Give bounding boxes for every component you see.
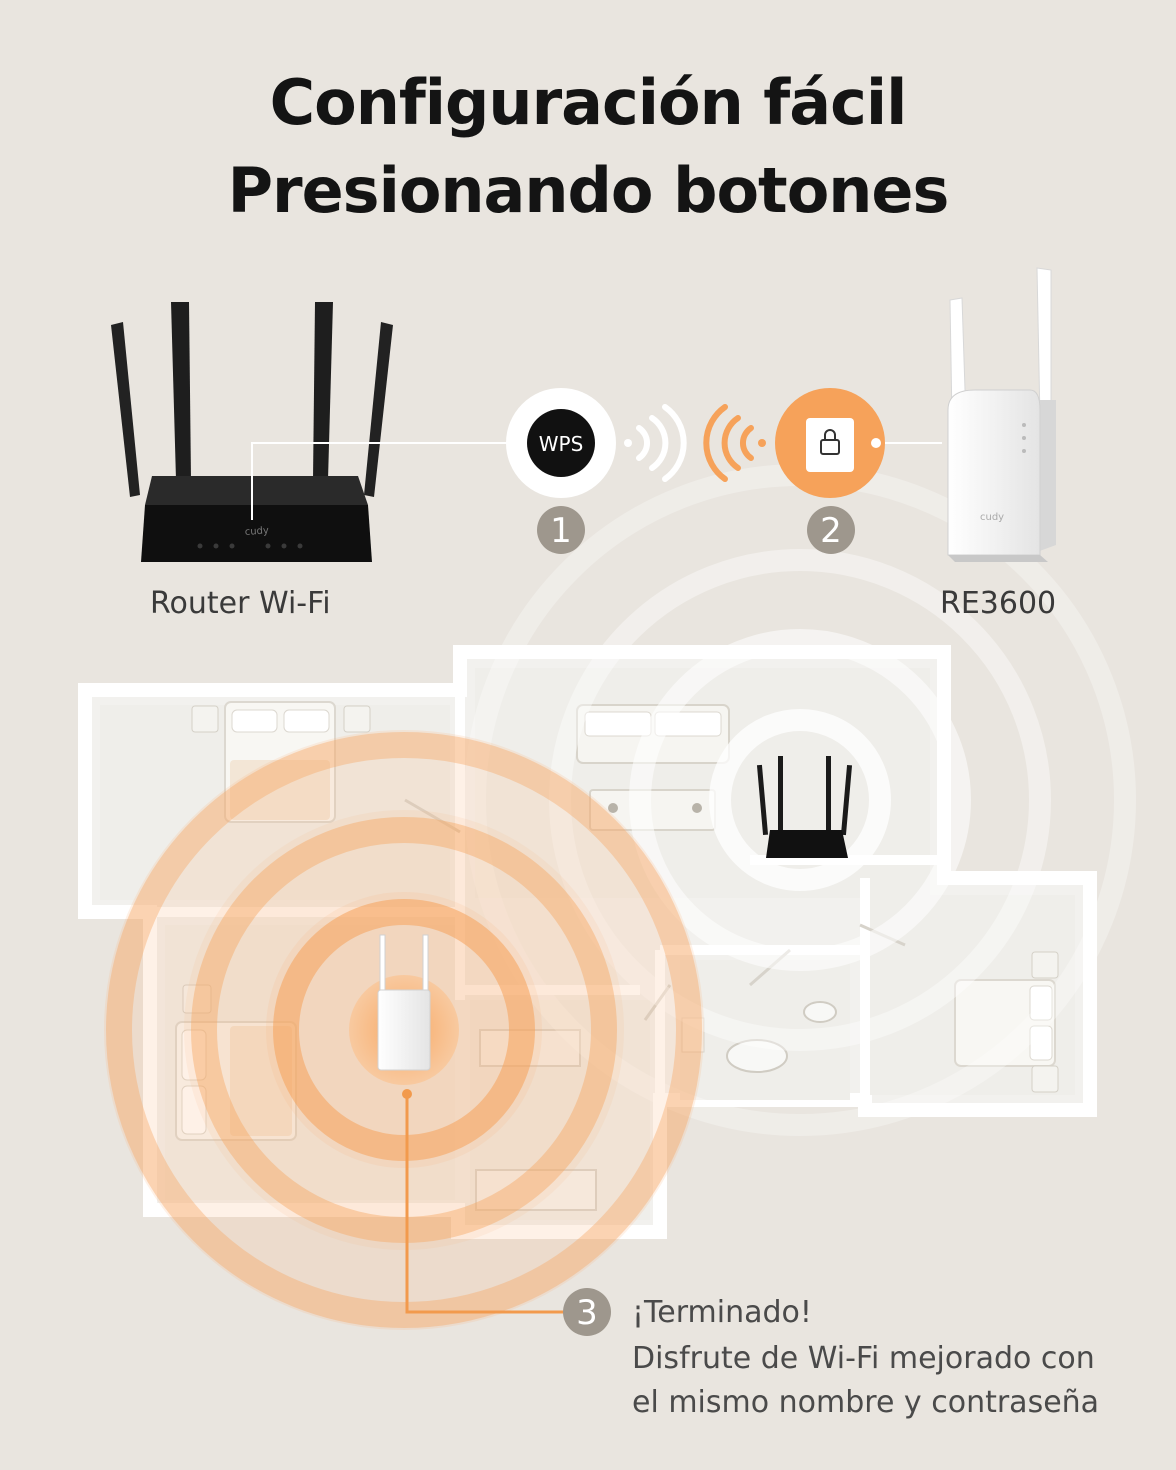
re3600-label: RE3600 [940,586,1057,621]
router-brand-logo: cudy [244,525,269,538]
bed-top [191,701,371,823]
step3-line-1: ¡Terminado! [632,1295,812,1330]
router-to-wps-line [251,442,510,520]
room-bath [680,960,850,1100]
router-wifi-device: cudy [111,302,393,562]
extender-button-illustration [775,388,885,498]
bed-right [954,951,1059,1093]
headline-line-2: Presionando botones [227,154,950,227]
router-wifi-label: Router Wi-Fi [150,586,331,621]
counter-bottom [475,1169,597,1211]
step-3-badge: 3 [563,1288,611,1336]
lock-icon [820,429,840,455]
svg-text:2: 2 [820,511,842,551]
extender-in-plan-icon [377,934,431,1071]
step3-line-3: el mismo nombre y contraseña [632,1385,1100,1420]
step-1-badge: 1 [537,506,585,554]
router-in-plan-icon [756,756,853,858]
step3-leader-line [405,1095,565,1314]
wps-button-illustration: WPS [506,388,616,498]
re3600-extender-device: cudy [947,267,1056,562]
wifi-waves-white-icon [624,404,687,482]
svg-text:1: 1 [550,511,572,551]
wifi-waves-orange-icon [703,404,766,482]
wps-label: WPS [539,432,584,456]
step-2-badge: 2 [807,506,855,554]
bathtub [726,1039,788,1073]
router-coverage-rings [464,464,1136,1136]
svg-text:3: 3 [576,1293,598,1333]
toilet [803,1001,837,1023]
step3-line-2: Disfrute de Wi-Fi mejorado con [632,1341,1095,1376]
extender-brand-logo: cudy [980,512,1004,523]
headline-line-1: Configuración fácil [269,66,908,139]
